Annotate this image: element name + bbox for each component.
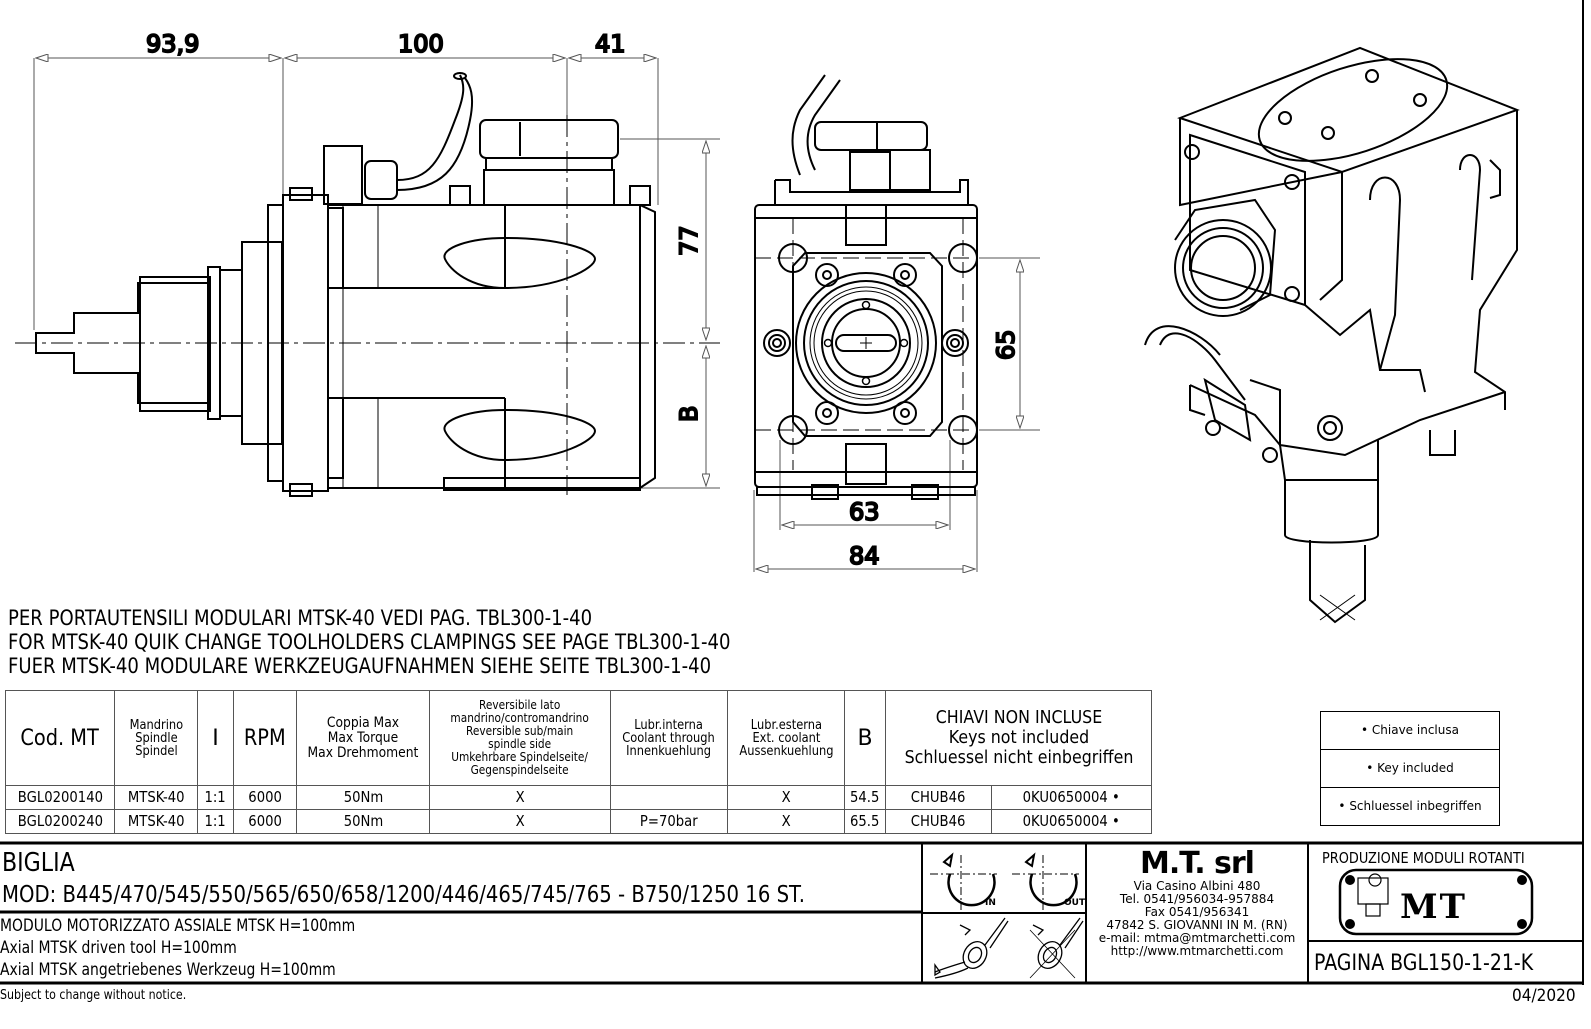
cell-b: 54.5 bbox=[844, 785, 886, 810]
company-info: M.T. srl Via Casino Albini 480 Tel. 0541… bbox=[1086, 848, 1308, 958]
brand-name: BIGLIA bbox=[2, 848, 75, 878]
dim-77: 77 bbox=[675, 225, 703, 256]
cell-key1: CHUB46 bbox=[885, 809, 992, 834]
cell-reversible: X bbox=[429, 809, 611, 834]
mt-logo-text: MT bbox=[1400, 887, 1467, 927]
legend-item-key: • Key included bbox=[1321, 750, 1499, 788]
cell-key1: CHUB46 bbox=[885, 785, 992, 810]
note-german: FUER MTSK-40 MODULARE WERKZEUGAUFNAHMEN … bbox=[8, 654, 712, 678]
cell-torque: 50Nm bbox=[296, 785, 430, 810]
model-list: MOD: B445/470/545/550/565/650/658/1200/4… bbox=[2, 882, 805, 908]
cell-rpm: 6000 bbox=[233, 785, 297, 810]
production-label: PRODUZIONE MODULI ROTANTI bbox=[1322, 849, 1525, 867]
legend-item-chiave: • Chiave inclusa bbox=[1321, 712, 1499, 750]
cell-ratio: 1:1 bbox=[197, 785, 234, 810]
date: 04/2020 bbox=[1512, 986, 1576, 1006]
cell-coolant-internal bbox=[610, 785, 728, 810]
cell-spindle: MTSK-40 bbox=[114, 809, 198, 834]
rotation-in-label: IN bbox=[985, 898, 996, 908]
disclaimer: Subject to change without notice. bbox=[0, 988, 187, 1003]
wrench-crossed-icon bbox=[1029, 917, 1084, 979]
cell-rpm: 6000 bbox=[233, 809, 297, 834]
cell-reversible: X bbox=[429, 785, 611, 810]
rotation-in-icon bbox=[930, 852, 997, 910]
table-row: BGL0200140 MTSK-40 1:1 6000 50Nm X X 54.… bbox=[5, 785, 1152, 810]
header-code: Cod. MT bbox=[5, 690, 115, 786]
cell-spindle: MTSK-40 bbox=[114, 785, 198, 810]
header-b: B bbox=[844, 690, 886, 786]
cell-key2: 0KU0650004 • bbox=[991, 785, 1152, 810]
cell-torque: 50Nm bbox=[296, 809, 430, 834]
cell-coolant-internal: P=70bar bbox=[610, 809, 728, 834]
front-view bbox=[753, 74, 1040, 572]
cell-key2: 0KU0650004 • bbox=[991, 809, 1152, 834]
mt-logo bbox=[1338, 868, 1534, 936]
description-german: Axial MTSK angetriebenes Werkzeug H=100m… bbox=[0, 960, 336, 980]
dim-93-9: 93,9 bbox=[146, 30, 199, 58]
key-legend: • Chiave inclusa • Key included • Schlue… bbox=[1320, 711, 1500, 826]
company-tel: Tel. 0541/956034-957884 bbox=[1119, 892, 1275, 906]
company-fax: Fax 0541/956341 bbox=[1144, 905, 1250, 919]
company-email[interactable]: e-mail: mtma@mtmarchetti.com bbox=[1098, 931, 1296, 945]
side-dimension-lines bbox=[33, 58, 720, 489]
rotation-out-icon bbox=[1012, 852, 1079, 910]
company-name: M.T. srl bbox=[1140, 846, 1255, 881]
dim-63: 63 bbox=[849, 498, 880, 526]
dim-b: B bbox=[675, 406, 703, 422]
description-italian: MODULO MOTORIZZATO ASSIALE MTSK H=100mm bbox=[0, 916, 356, 936]
description-english: Axial MTSK driven tool H=100mm bbox=[0, 938, 237, 958]
dim-65: 65 bbox=[992, 329, 1020, 360]
wrench-with-key-icon bbox=[934, 917, 1009, 979]
note-italian: PER PORTAUTENSILI MODULARI MTSK-40 VEDI … bbox=[8, 606, 593, 630]
table-row: BGL0200240 MTSK-40 1:1 6000 50Nm X P=70b… bbox=[5, 809, 1152, 834]
title-block-lines bbox=[0, 841, 1583, 985]
dim-84: 84 bbox=[849, 542, 880, 570]
note-english: FOR MTSK-40 QUIK CHANGE TOOLHOLDERS CLAM… bbox=[8, 630, 731, 654]
cell-coolant-external: X bbox=[727, 809, 845, 834]
cell-b: 65.5 bbox=[844, 809, 886, 834]
company-address: Via Casino Albini 480 bbox=[1133, 879, 1261, 893]
dim-41: 41 bbox=[595, 30, 626, 58]
cell-code: BGL0200240 bbox=[5, 809, 115, 834]
header-rpm: RPM bbox=[233, 690, 297, 786]
header-ratio: I bbox=[197, 690, 234, 786]
dim-100: 100 bbox=[398, 30, 444, 58]
isometric-view bbox=[1144, 46, 1520, 624]
cell-code: BGL0200140 bbox=[5, 785, 115, 810]
cell-ratio: 1:1 bbox=[197, 809, 234, 834]
legend-item-schluessel: • Schluessel inbegriffen bbox=[1338, 799, 1482, 813]
company-city: 47842 S. GIOVANNI IN M. (RN) bbox=[1106, 918, 1288, 932]
cell-coolant-external: X bbox=[727, 785, 845, 810]
company-website[interactable]: http://www.mtmarchetti.com bbox=[1110, 944, 1284, 958]
page-number: PAGINA BGL150-1-21-K bbox=[1314, 951, 1534, 976]
side-view bbox=[15, 58, 720, 497]
rotation-out-label: OUT bbox=[1064, 898, 1086, 908]
